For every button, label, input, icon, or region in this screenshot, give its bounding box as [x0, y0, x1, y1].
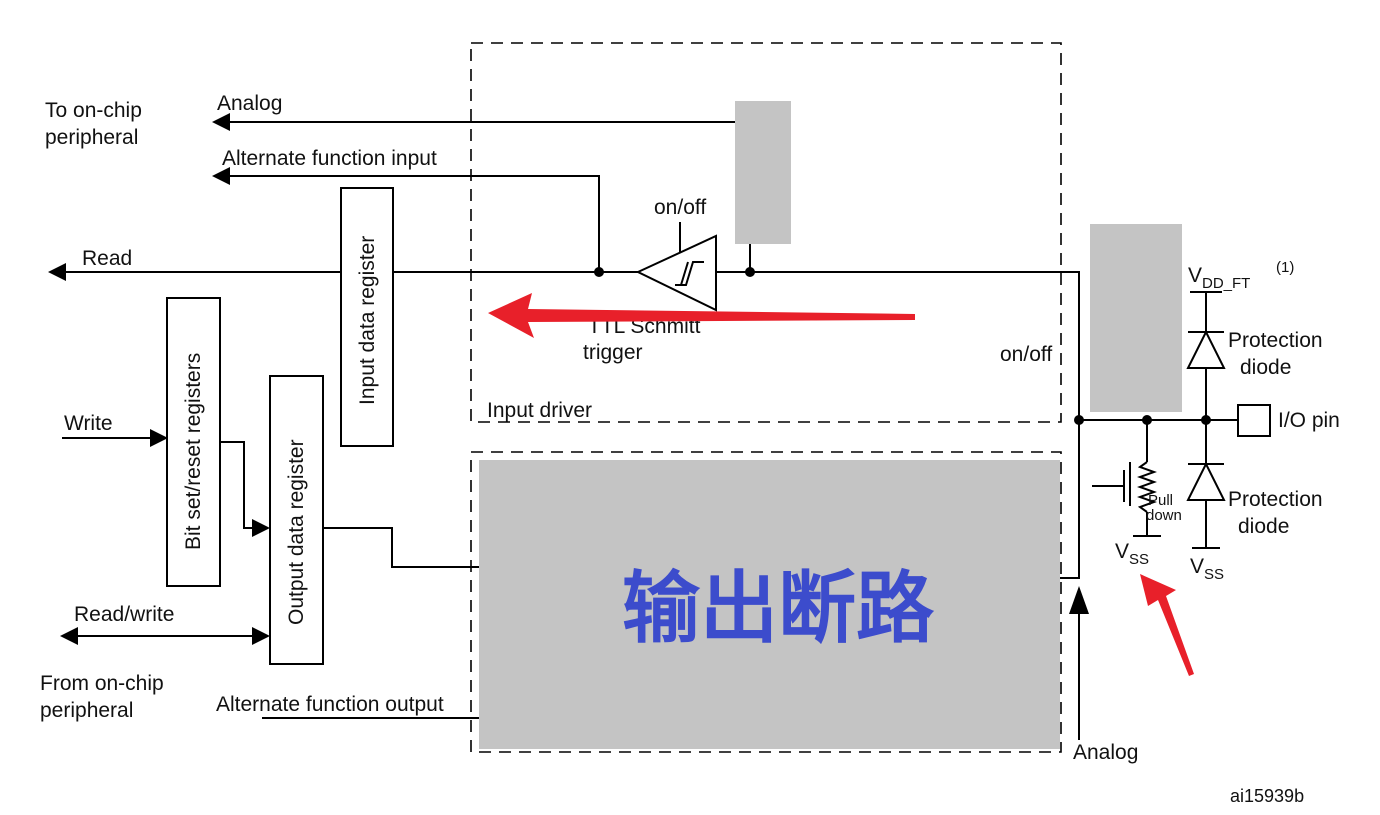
- odr-output-wire: [323, 527, 480, 568]
- output-data-register-box: [269, 375, 324, 665]
- schmitt-trigger-symbol: [635, 234, 717, 312]
- to-peripheral-label-1: To on-chip: [45, 99, 142, 122]
- read-junction-dot: [594, 267, 604, 277]
- bottom-diode-label-1: Protection: [1228, 488, 1323, 511]
- top-diode-label-2: diode: [1240, 356, 1291, 379]
- schmitt-label-2: trigger: [583, 341, 643, 364]
- bit-set-reset-register-box: [166, 297, 221, 587]
- output-data-register-label: Output data register: [285, 439, 308, 625]
- read-write-arrowhead-right: [252, 627, 270, 645]
- output-driver-overlay: [479, 460, 1060, 749]
- blank-block-analog: [735, 101, 791, 244]
- alt-output-label: Alternate function output: [216, 693, 444, 716]
- output-to-pin-wire: [1060, 420, 1080, 579]
- vdd-label: VDD_FT: [1188, 264, 1250, 292]
- schmitt-hysteresis-icon-2: [680, 261, 689, 286]
- read-write-arrowhead-left: [60, 627, 78, 645]
- output-overlay-text: 输出断路: [622, 564, 935, 654]
- read-write-label: Read/write: [74, 603, 174, 626]
- analog-top-label: Analog: [217, 92, 282, 115]
- bottom-protection-diode: [1186, 461, 1226, 501]
- schmitt-hysteresis-icon: [675, 261, 704, 286]
- bsrr-to-odr-arrowhead: [252, 519, 270, 537]
- write-arrowhead: [150, 429, 168, 447]
- read-label: Read: [82, 247, 132, 270]
- vdd-note-label: (1): [1276, 259, 1294, 276]
- pin-input-wire: [716, 271, 1080, 420]
- pin-bus-dot-1: [1074, 415, 1084, 425]
- top-diode-label-1: Protection: [1228, 329, 1323, 352]
- write-label: Write: [64, 412, 113, 435]
- figure-ref-label: ai15939b: [1230, 786, 1304, 806]
- pulldown-resistor: [1137, 461, 1157, 513]
- pulldown-label-1: Pull: [1148, 492, 1173, 509]
- analog-top-arrowhead: [212, 113, 230, 131]
- from-peripheral-label-2: peripheral: [40, 699, 133, 722]
- input-driver-label: Input driver: [487, 399, 592, 422]
- red-arrow-vss-annotation: [1140, 574, 1194, 676]
- bsrr-to-odr-wire: [220, 441, 256, 529]
- analog-bottom-label: Analog: [1073, 741, 1138, 764]
- alt-input-label: Alternate function input: [222, 147, 437, 170]
- blank-block-pullup: [1090, 224, 1182, 412]
- output-driver-boundary: [470, 451, 1062, 753]
- io-pin-label: I/O pin: [1278, 409, 1340, 432]
- input-data-register-box: [340, 187, 394, 447]
- pulldown-vss-label: VSS: [1115, 540, 1149, 568]
- alt-input-wire: [228, 175, 600, 271]
- top-protection-diode: [1186, 329, 1226, 369]
- from-peripheral-label-1: From on-chip: [40, 672, 164, 695]
- analog-bottom-arrowhead: [1069, 586, 1089, 614]
- to-peripheral-label-2: peripheral: [45, 126, 138, 149]
- io-pin-box: [1237, 404, 1271, 437]
- bottom-diode-label-2: diode: [1238, 515, 1289, 538]
- pulldown-label-2: down: [1146, 507, 1182, 524]
- input-driver-boundary: [470, 42, 1062, 423]
- schmitt-on-off-label: on/off: [654, 196, 706, 219]
- alt-input-arrowhead: [212, 167, 230, 185]
- bottom-vss-label: VSS: [1190, 555, 1224, 583]
- bit-set-reset-label: Bit set/reset registers: [182, 353, 205, 550]
- input-data-register-label: Input data register: [356, 236, 379, 405]
- read-arrowhead: [48, 263, 66, 281]
- right-on-off-label: on/off: [1000, 343, 1052, 366]
- red-arrow-left-annotation: [488, 293, 915, 338]
